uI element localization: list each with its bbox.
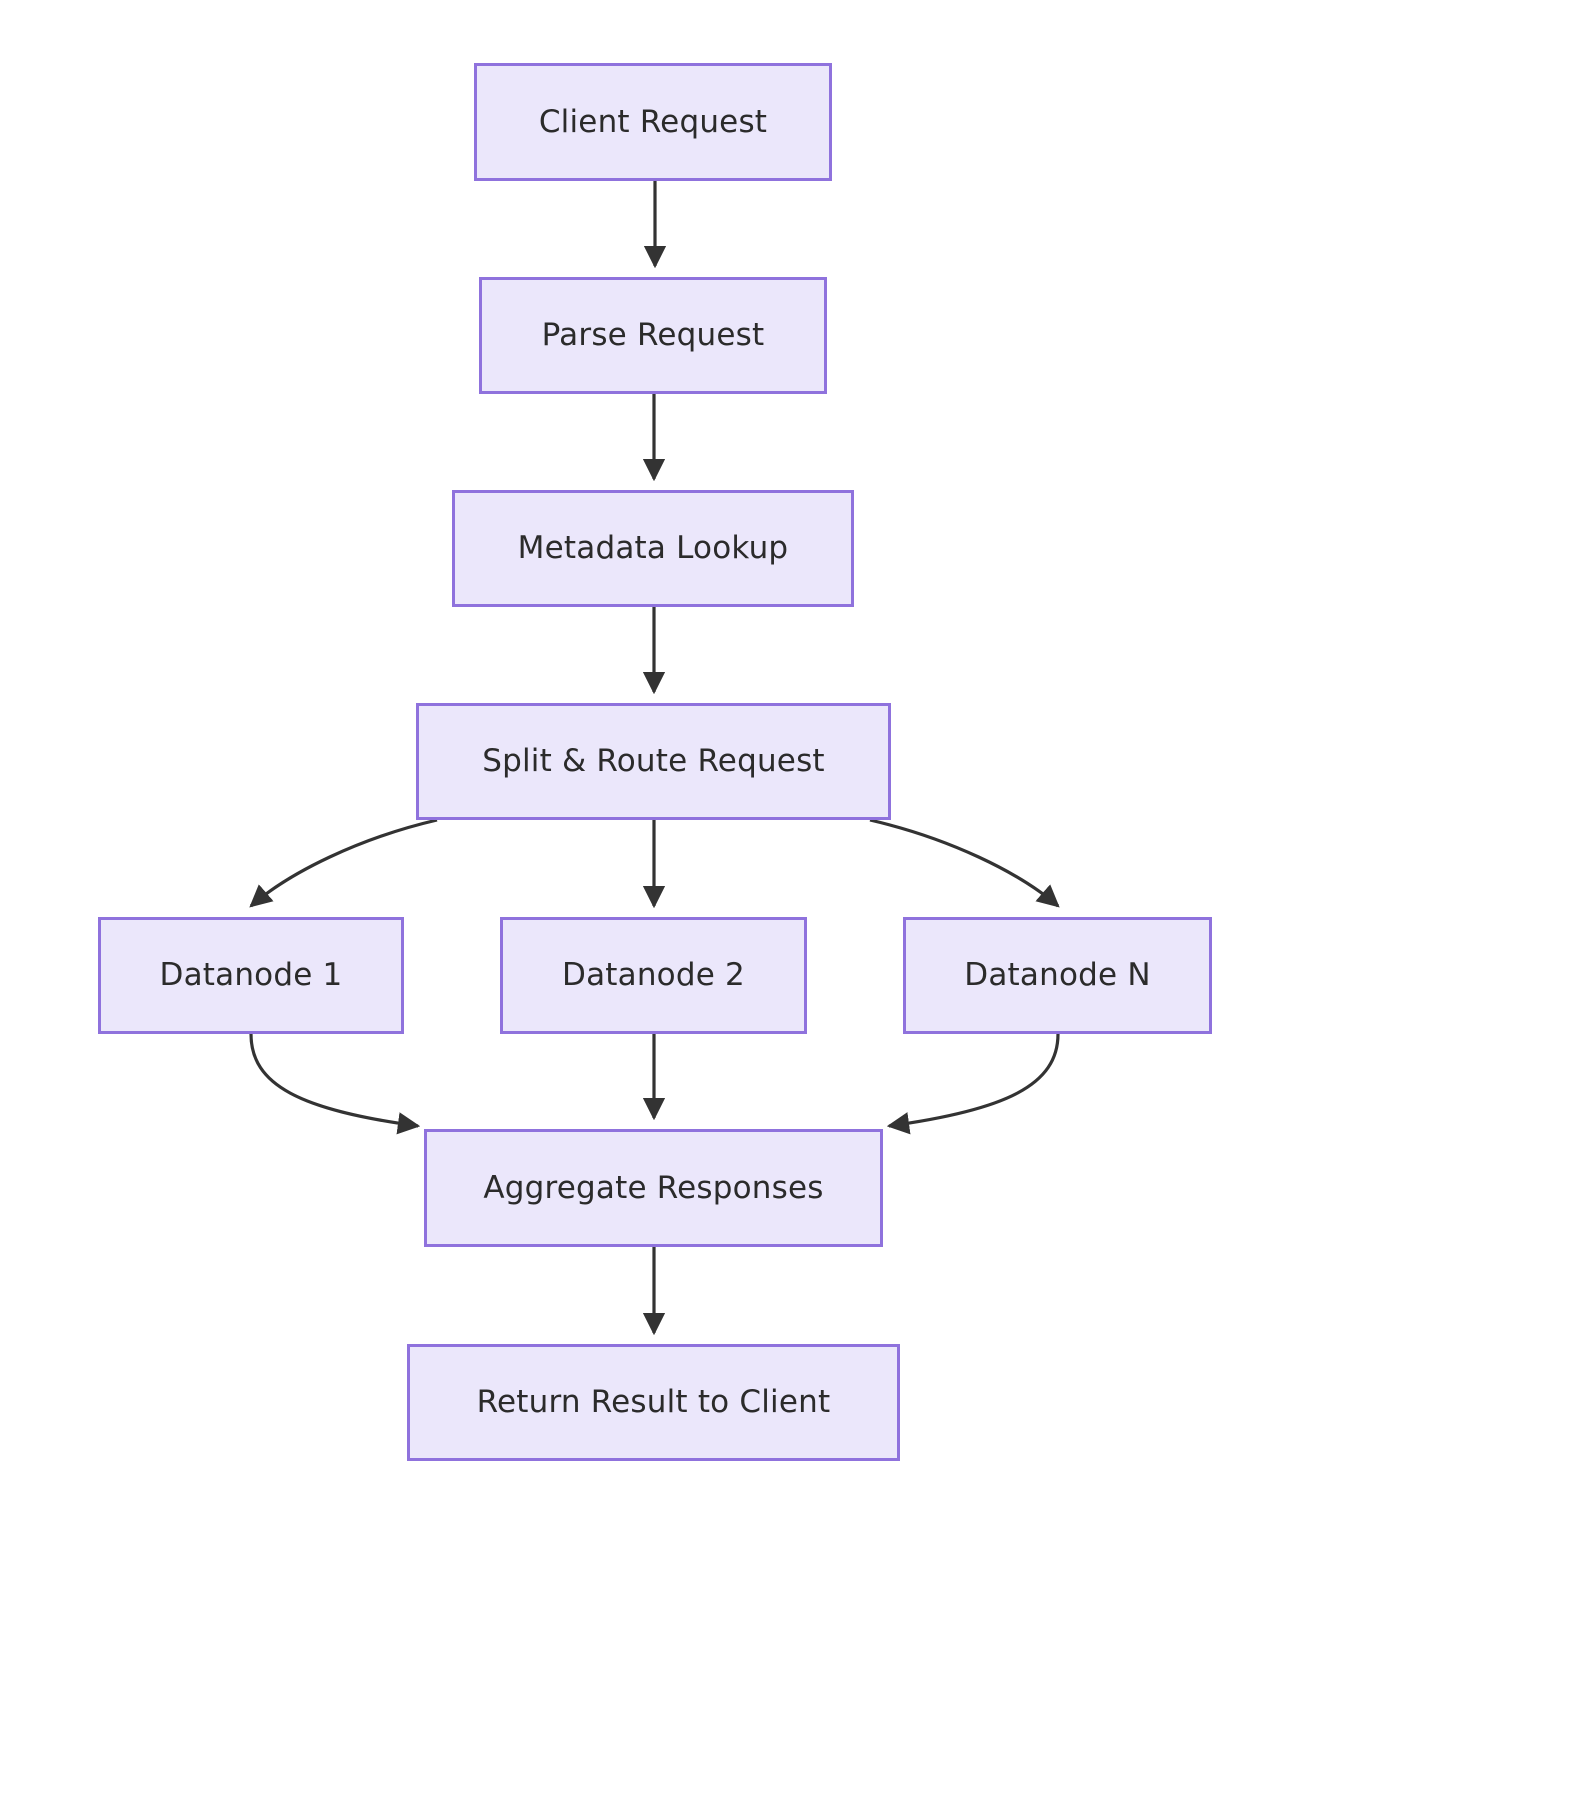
node-metadata-lookup-label: Metadata Lookup: [517, 530, 789, 567]
node-datanode-n-label: Datanode N: [964, 957, 1151, 994]
node-datanode-2[interactable]: Datanode 2: [500, 917, 807, 1034]
node-datanode-1[interactable]: Datanode 1: [98, 917, 404, 1034]
node-client-request[interactable]: Client Request: [474, 63, 832, 181]
node-client-request-label: Client Request: [538, 103, 768, 140]
node-aggregate-responses-label: Aggregate Responses: [483, 1169, 824, 1206]
node-datanode-2-label: Datanode 2: [562, 957, 745, 994]
node-metadata-lookup[interactable]: Metadata Lookup: [452, 490, 854, 607]
node-aggregate-responses[interactable]: Aggregate Responses: [424, 1129, 883, 1247]
edge-split-route-request-to-datanode-1: [249, 818, 438, 908]
node-datanode-1-label: Datanode 1: [159, 957, 343, 994]
edge-split-route-request-to-datanode-n: [869, 818, 1060, 908]
node-datanode-n[interactable]: Datanode N: [903, 917, 1212, 1034]
node-parse-request[interactable]: Parse Request: [479, 277, 827, 394]
node-split-route-request[interactable]: Split & Route Request: [416, 703, 891, 820]
node-return-result-label: Return Result to Client: [476, 1384, 831, 1421]
node-split-route-request-label: Split & Route Request: [482, 743, 825, 780]
node-return-result[interactable]: Return Result to Client: [407, 1344, 900, 1461]
edge-datanode-n-to-aggregate-responses: [886, 1033, 1060, 1135]
edge-datanode-1-to-aggregate-responses: [249, 1033, 421, 1135]
node-parse-request-label: Parse Request: [541, 317, 765, 354]
